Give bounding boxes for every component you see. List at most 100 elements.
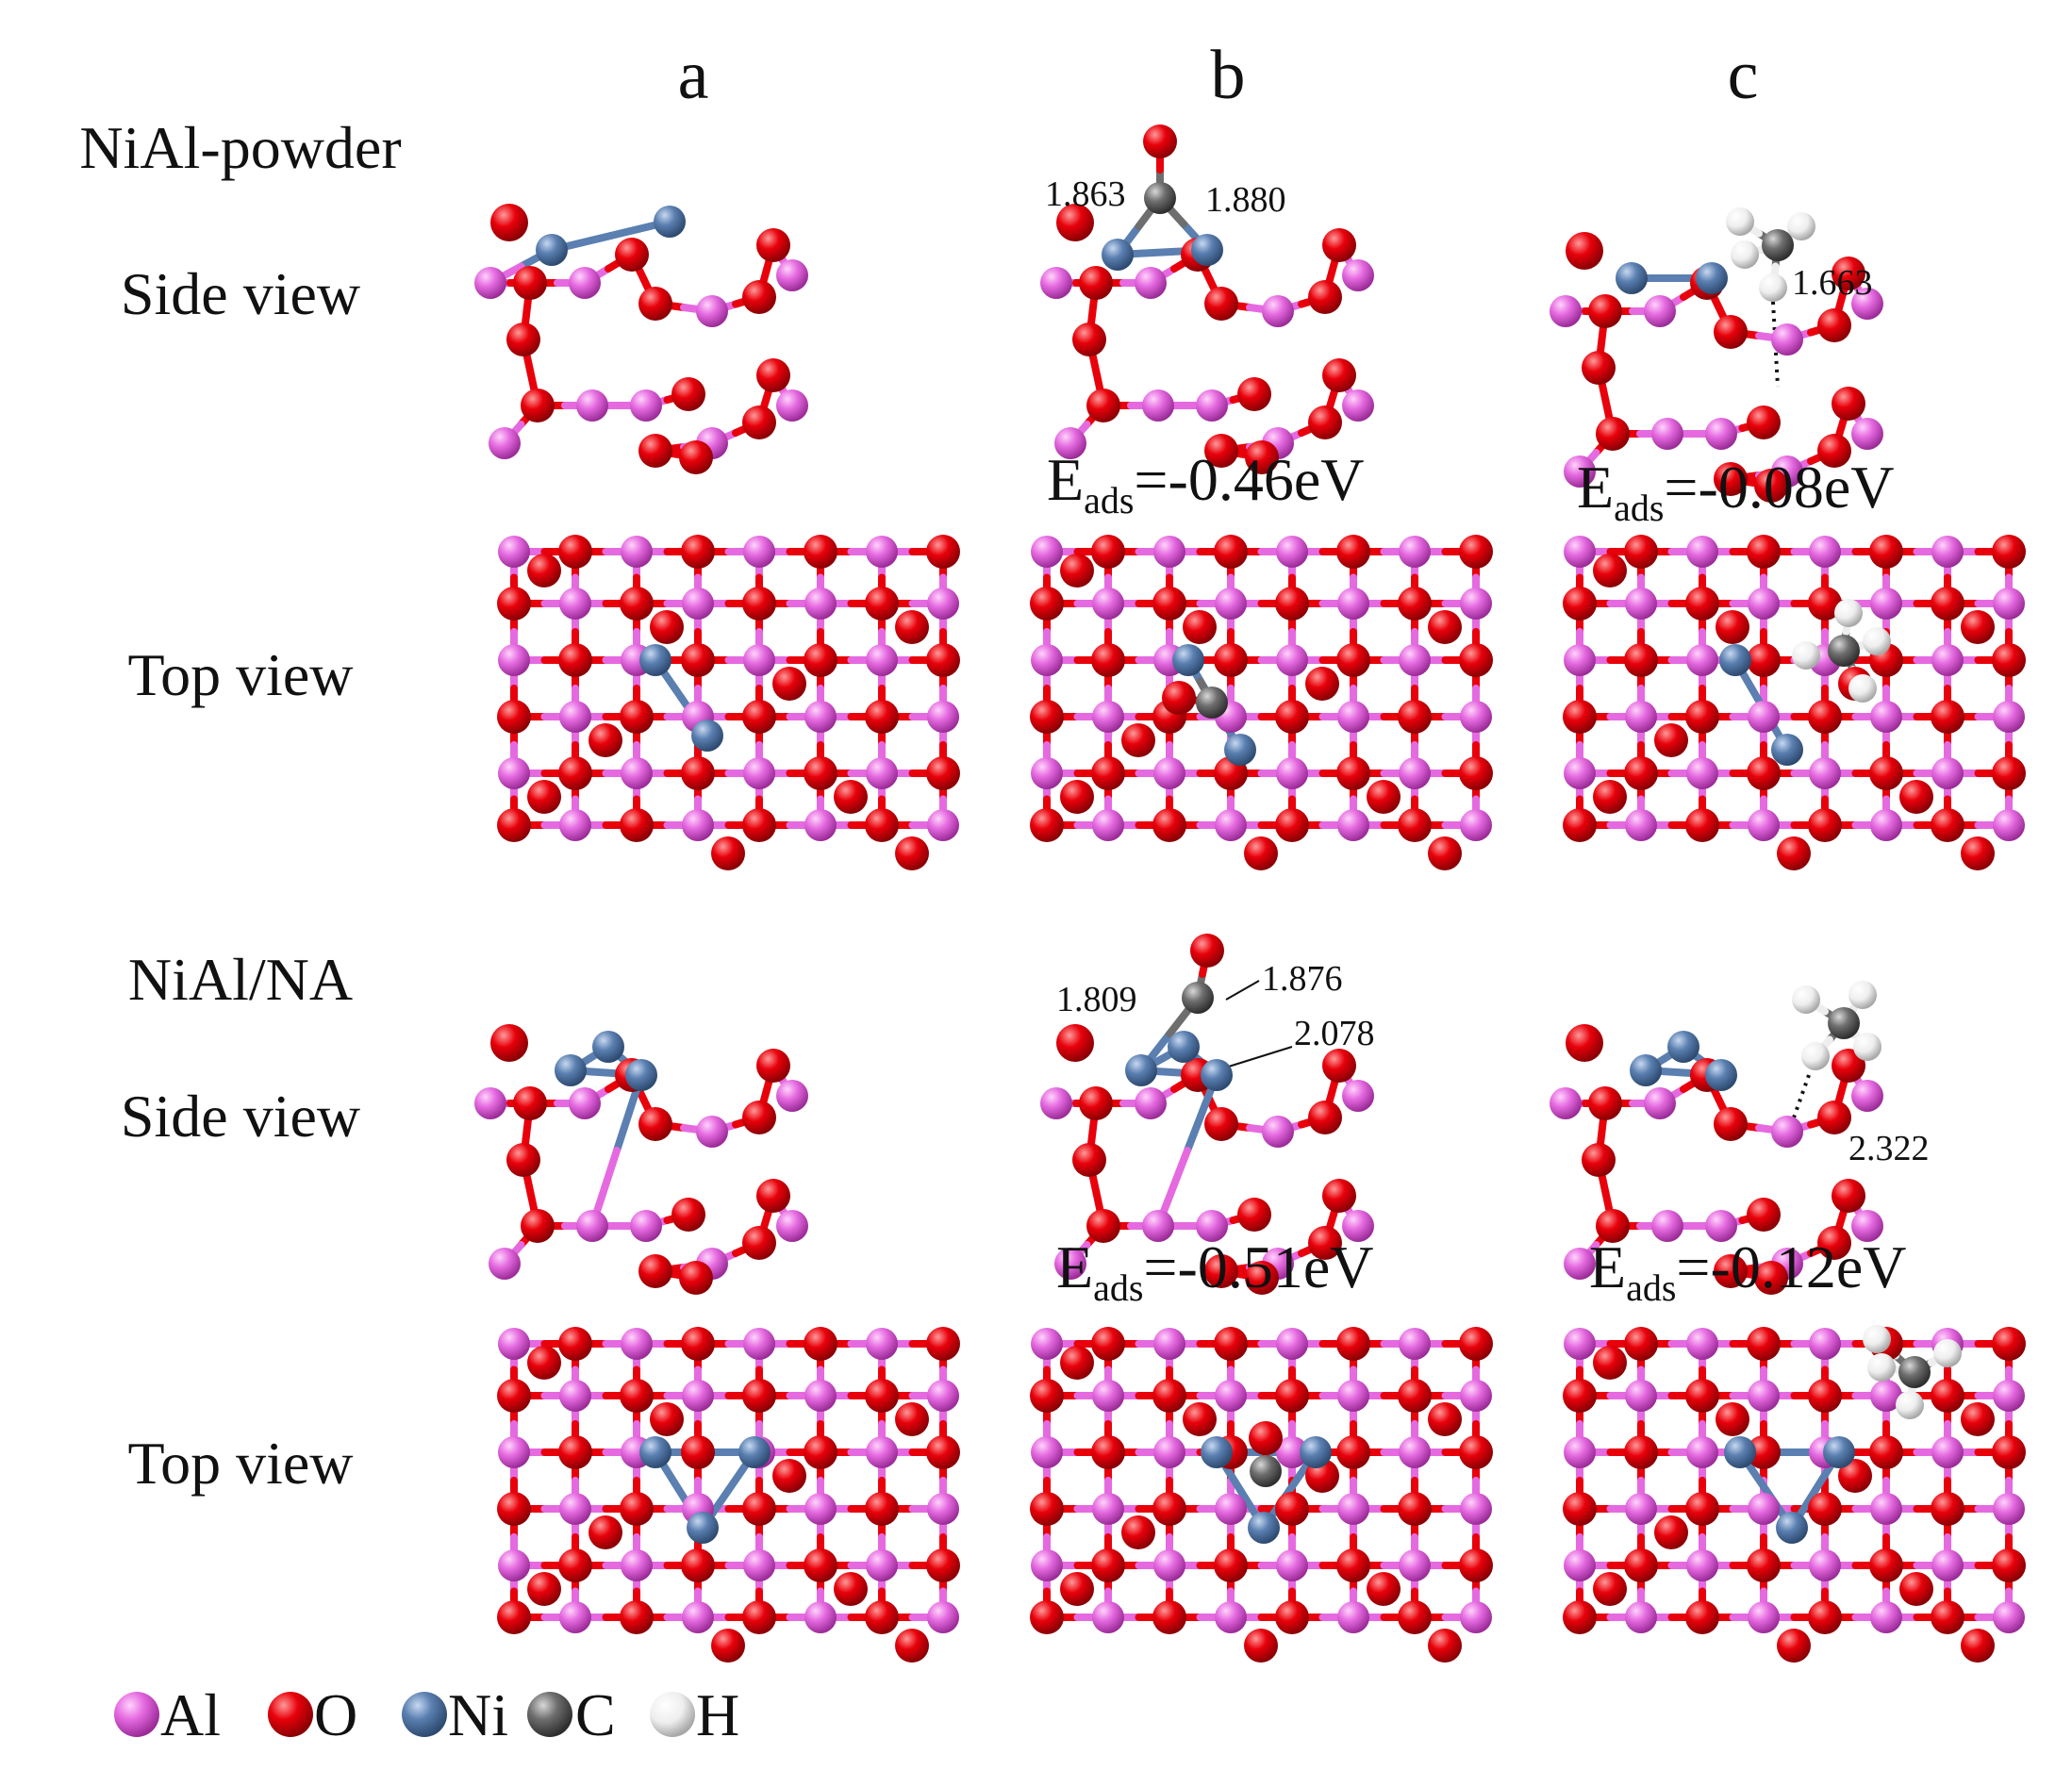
oxygen-atom	[1214, 643, 1248, 677]
oxygen-atom	[926, 1435, 960, 1469]
aluminum-atom	[804, 1380, 837, 1412]
aluminum-atom	[776, 389, 808, 422]
aluminum-atom	[621, 1328, 653, 1360]
oxygen-atom	[1624, 1548, 1658, 1582]
aluminum-atom	[1748, 1380, 1780, 1412]
aluminum-atom	[1153, 1549, 1185, 1581]
oxygen-atom	[1685, 808, 1719, 842]
oxygen-atom	[1459, 756, 1493, 790]
oxygen-atom	[1563, 1492, 1597, 1526]
oxygen-atom	[1152, 1379, 1186, 1413]
aluminum-atom	[1625, 809, 1657, 841]
oxygen-atom	[1593, 554, 1627, 588]
oxygen-atom	[506, 323, 540, 356]
eads-subscript: ads	[1614, 487, 1664, 529]
carbon-atom	[1828, 635, 1860, 667]
aluminum-atom	[1337, 1601, 1369, 1633]
hydrogen-atom	[1792, 641, 1820, 670]
aluminum-atom	[1196, 1210, 1228, 1242]
aluminum-atom	[569, 267, 601, 299]
aluminum-atom	[682, 809, 714, 841]
eads-label-powder-c: Eads=-0.08eV	[1577, 454, 1894, 529]
oxygen-atom	[1030, 1492, 1064, 1526]
oxygen-atom	[1869, 1435, 1903, 1469]
oxygen-atom	[742, 406, 776, 439]
row-title-na: NiAl/NA	[128, 946, 353, 1013]
oxygen-atom	[865, 808, 899, 842]
oxygen-atom	[756, 358, 790, 392]
aluminum-atom	[1993, 1493, 2025, 1525]
column-label-c: c	[1728, 37, 1759, 114]
hydrogen-atom	[1853, 1033, 1881, 1061]
oxygen-atom	[1336, 643, 1370, 677]
aluminum-atom	[489, 427, 521, 459]
aluminum-atom	[1625, 1601, 1657, 1633]
oxygen-atom	[804, 1548, 837, 1582]
legend: Al O Ni C H	[114, 1681, 739, 1748]
oxygen-atom	[527, 554, 561, 588]
aluminum-atom	[1686, 757, 1718, 789]
aluminum-atom	[927, 701, 959, 733]
oxygen-atom	[1593, 1572, 1627, 1606]
aluminum-atom	[1460, 1380, 1492, 1412]
oxygen-atom	[527, 1572, 561, 1606]
legend-label-c: C	[575, 1681, 616, 1748]
oxygen-atom	[711, 836, 745, 870]
oxygen-atom	[1808, 700, 1842, 734]
distance-label-powder-b-left: 1.863	[1045, 174, 1126, 214]
aluminum-atom	[1262, 1116, 1294, 1148]
oxygen-atom	[1121, 723, 1155, 757]
hydrogen-atom	[1726, 207, 1754, 236]
carbon-atom	[1182, 982, 1214, 1014]
oxygen-atom	[1563, 808, 1597, 842]
aluminum-atom	[559, 1380, 591, 1412]
oxygen-atom	[1459, 1327, 1493, 1361]
oxygen-atom	[926, 1548, 960, 1582]
oxygen-atom	[742, 587, 776, 621]
oxygen-atom	[804, 643, 837, 677]
hydrogen-atom	[1731, 240, 1759, 269]
distance-label-na-b-left: 1.809	[1056, 980, 1137, 1019]
aluminum-atom	[927, 1380, 959, 1412]
oxygen-atom	[1214, 1548, 1248, 1582]
oxygen-atom	[1596, 417, 1630, 451]
aluminum-atom	[1748, 1493, 1780, 1525]
carbon-atom	[1898, 1356, 1931, 1388]
aluminum-atom	[1276, 536, 1308, 568]
legend-swatch-h	[650, 1692, 695, 1737]
aluminum-atom	[1153, 1436, 1185, 1468]
aluminum-atom	[1215, 1380, 1247, 1412]
nickel-atom	[1201, 1436, 1233, 1468]
oxygen-atom	[1992, 756, 2026, 790]
distance-leader-line	[1225, 980, 1260, 1001]
legend-label-ni: Ni	[448, 1681, 508, 1748]
aluminum-atom	[1337, 809, 1369, 841]
aluminum-atom	[498, 1549, 530, 1581]
aluminum-atom	[1870, 1493, 1902, 1525]
aluminum-atom	[1564, 757, 1596, 789]
oxygen-atom	[1336, 1435, 1370, 1469]
oxygen-atom	[671, 1198, 705, 1232]
aluminum-atom	[1870, 1380, 1902, 1412]
aluminum-atom	[1135, 267, 1167, 299]
oxygen-atom	[506, 1143, 540, 1177]
oxygen-atom	[1056, 1024, 1094, 1062]
aluminum-atom	[1550, 295, 1582, 327]
oxygen-atom	[681, 756, 715, 790]
column-label-a: a	[678, 37, 709, 114]
oxygen-atom	[1204, 287, 1238, 321]
aluminum-atom	[1276, 644, 1308, 676]
oxygen-atom	[1817, 1226, 1851, 1260]
hydrogen-atom	[1759, 273, 1787, 302]
aluminum-atom	[1686, 644, 1718, 676]
aluminum-atom	[621, 1549, 653, 1581]
oxygen-atom	[1091, 535, 1125, 569]
oxygen-atom	[497, 1600, 531, 1634]
oxygen-atom	[615, 238, 649, 272]
aluminum-atom	[1399, 1328, 1431, 1360]
aluminum-atom	[1870, 701, 1902, 733]
aluminum-atom	[1092, 701, 1124, 733]
oxygen-atom	[1961, 1629, 1995, 1663]
aluminum-atom	[1276, 1328, 1308, 1360]
oxygen-atom	[1030, 1379, 1064, 1413]
